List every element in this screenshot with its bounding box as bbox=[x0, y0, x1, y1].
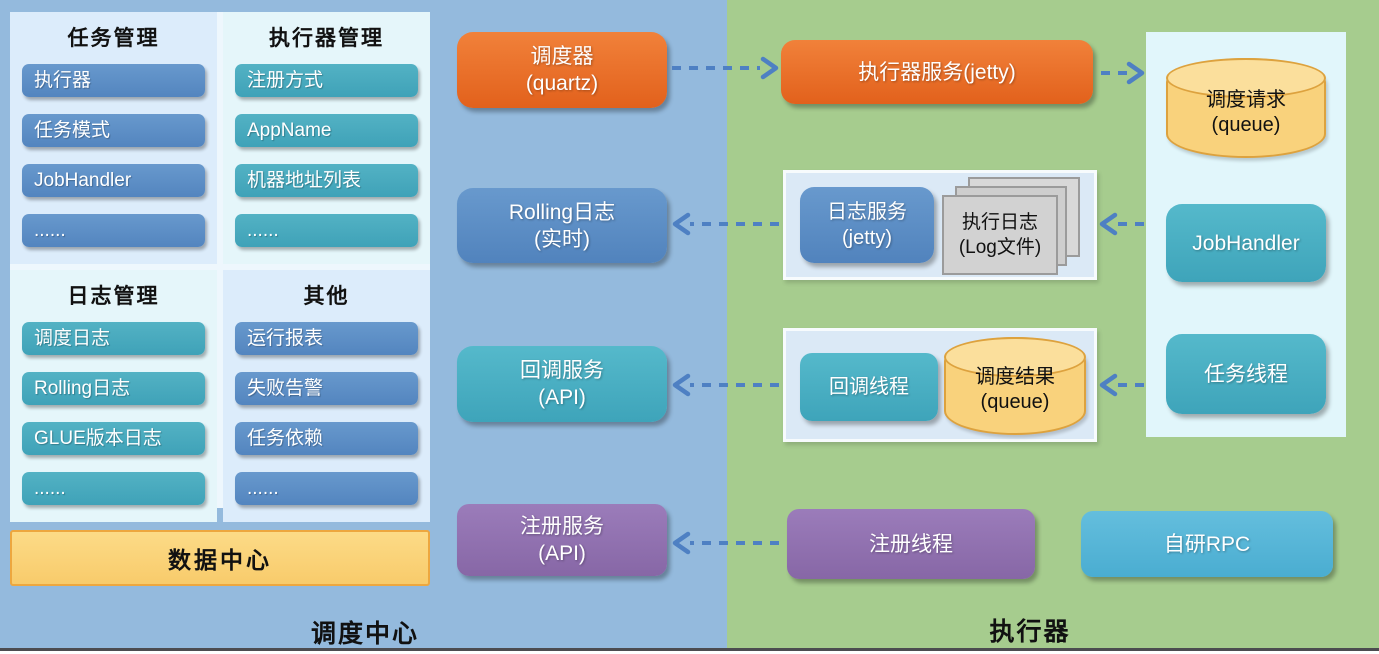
log-files-sublabel: (Log文件) bbox=[958, 237, 1042, 258]
node-label: 日志服务 bbox=[827, 201, 907, 223]
cylinder-text: 调度请求 (queue) bbox=[1168, 60, 1324, 138]
admin-panel: 任务管理 执行器 任务模式 JobHandler ...... 执行器管理 注册… bbox=[10, 12, 430, 522]
pill-task-mode: 任务模式 bbox=[22, 114, 205, 147]
node-label: 执行器服务(jetty) bbox=[858, 60, 1016, 84]
node-sublabel: (jetty) bbox=[842, 227, 892, 249]
log-files-label: 执行日志 bbox=[961, 212, 1038, 233]
pill-more-executor: ...... bbox=[235, 214, 418, 247]
node-callback-service: 回调服务 (API) bbox=[457, 346, 667, 422]
pill-more-others: ...... bbox=[235, 472, 418, 505]
pill-more-log: ...... bbox=[22, 472, 205, 505]
node-scheduler-quartz: 调度器 (quartz) bbox=[457, 32, 667, 108]
node-label: 回调线程 bbox=[829, 375, 909, 398]
node-callback-thread: 回调线程 bbox=[800, 353, 938, 421]
cylinder-text: 调度结果 (queue) bbox=[946, 339, 1084, 415]
scheduler-region-label: 调度中心 bbox=[310, 620, 419, 648]
node-label: JobHandler bbox=[1192, 231, 1300, 255]
log-subpanel: 日志服务 (jetty) 执行日志 (Log文件) bbox=[783, 170, 1097, 280]
node-label: 回调服务 bbox=[520, 359, 604, 382]
node-self-rpc: 自研RPC bbox=[1081, 511, 1333, 577]
panel-others: 其他 运行报表 失败告警 任务依赖 ...... bbox=[223, 270, 430, 522]
cylinder-sublabel: (queue) bbox=[1211, 114, 1281, 136]
executor-runtime-panel: 调度请求 (queue) JobHandler 任务线程 bbox=[1146, 32, 1346, 437]
pill-appname: AppName bbox=[235, 114, 418, 147]
node-log-service-jetty: 日志服务 (jetty) bbox=[800, 187, 934, 263]
cylinder-label: 调度结果 bbox=[975, 366, 1055, 388]
pill-machine-list: 机器地址列表 bbox=[235, 164, 418, 197]
log-sheet-front: 执行日志 (Log文件) bbox=[942, 195, 1058, 275]
node-registry-thread: 注册线程 bbox=[787, 509, 1035, 579]
node-task-thread: 任务线程 bbox=[1166, 334, 1326, 414]
pill-executor: 执行器 bbox=[22, 64, 205, 97]
pill-rolling-log: Rolling日志 bbox=[22, 372, 205, 405]
panel-task-management: 任务管理 执行器 任务模式 JobHandler ...... bbox=[10, 12, 217, 264]
node-jobhandler: JobHandler bbox=[1166, 204, 1326, 282]
node-label: 注册线程 bbox=[869, 532, 953, 556]
node-label: 注册服务 bbox=[520, 515, 604, 538]
executor-region-label: 执行器 bbox=[989, 618, 1071, 646]
panel-executor-management: 执行器管理 注册方式 AppName 机器地址列表 ...... bbox=[223, 12, 430, 264]
node-executor-service-jetty: 执行器服务(jetty) bbox=[781, 40, 1093, 104]
pill-glue-log: GLUE版本日志 bbox=[22, 422, 205, 455]
node-sublabel: (API) bbox=[538, 386, 586, 409]
cylinder-label: 调度请求 bbox=[1206, 89, 1286, 111]
node-label: 任务线程 bbox=[1204, 362, 1288, 386]
pill-run-report: 运行报表 bbox=[235, 322, 418, 355]
pill-more-task: ...... bbox=[22, 214, 205, 247]
node-sublabel: (API) bbox=[538, 542, 586, 565]
node-rolling-log: Rolling日志 (实时) bbox=[457, 188, 667, 263]
section-title-executor-management: 执行器管理 bbox=[269, 27, 384, 50]
pill-task-dependency: 任务依赖 bbox=[235, 422, 418, 455]
pill-registry-mode: 注册方式 bbox=[235, 64, 418, 97]
pill-jobhandler: JobHandler bbox=[22, 164, 205, 197]
cylinder-sublabel: (queue) bbox=[980, 391, 1050, 413]
node-label: 调度器 bbox=[530, 45, 594, 68]
node-label: 自研RPC bbox=[1163, 532, 1251, 556]
data-center-box: 数据中心 bbox=[10, 530, 430, 586]
log-files-stack: 执行日志 (Log文件) bbox=[942, 177, 1084, 277]
section-title-others: 其他 bbox=[303, 285, 350, 308]
node-registry-service: 注册服务 (API) bbox=[457, 504, 667, 576]
panel-log-management: 日志管理 调度日志 Rolling日志 GLUE版本日志 ...... bbox=[10, 270, 217, 522]
result-queue-cylinder: 调度结果 (queue) bbox=[944, 337, 1086, 435]
node-label: Rolling日志 bbox=[508, 200, 616, 224]
bottom-divider bbox=[0, 648, 1379, 651]
node-sublabel: (实时) bbox=[534, 227, 590, 251]
pill-schedule-log: 调度日志 bbox=[22, 322, 205, 355]
callback-subpanel: 回调线程 调度结果 (queue) bbox=[783, 328, 1097, 442]
node-sublabel: (quartz) bbox=[525, 72, 599, 95]
section-title-task-management: 任务管理 bbox=[67, 27, 160, 50]
section-title-log-management: 日志管理 bbox=[67, 285, 160, 308]
pill-fail-alarm: 失败告警 bbox=[235, 372, 418, 405]
request-queue-cylinder: 调度请求 (queue) bbox=[1166, 58, 1326, 158]
